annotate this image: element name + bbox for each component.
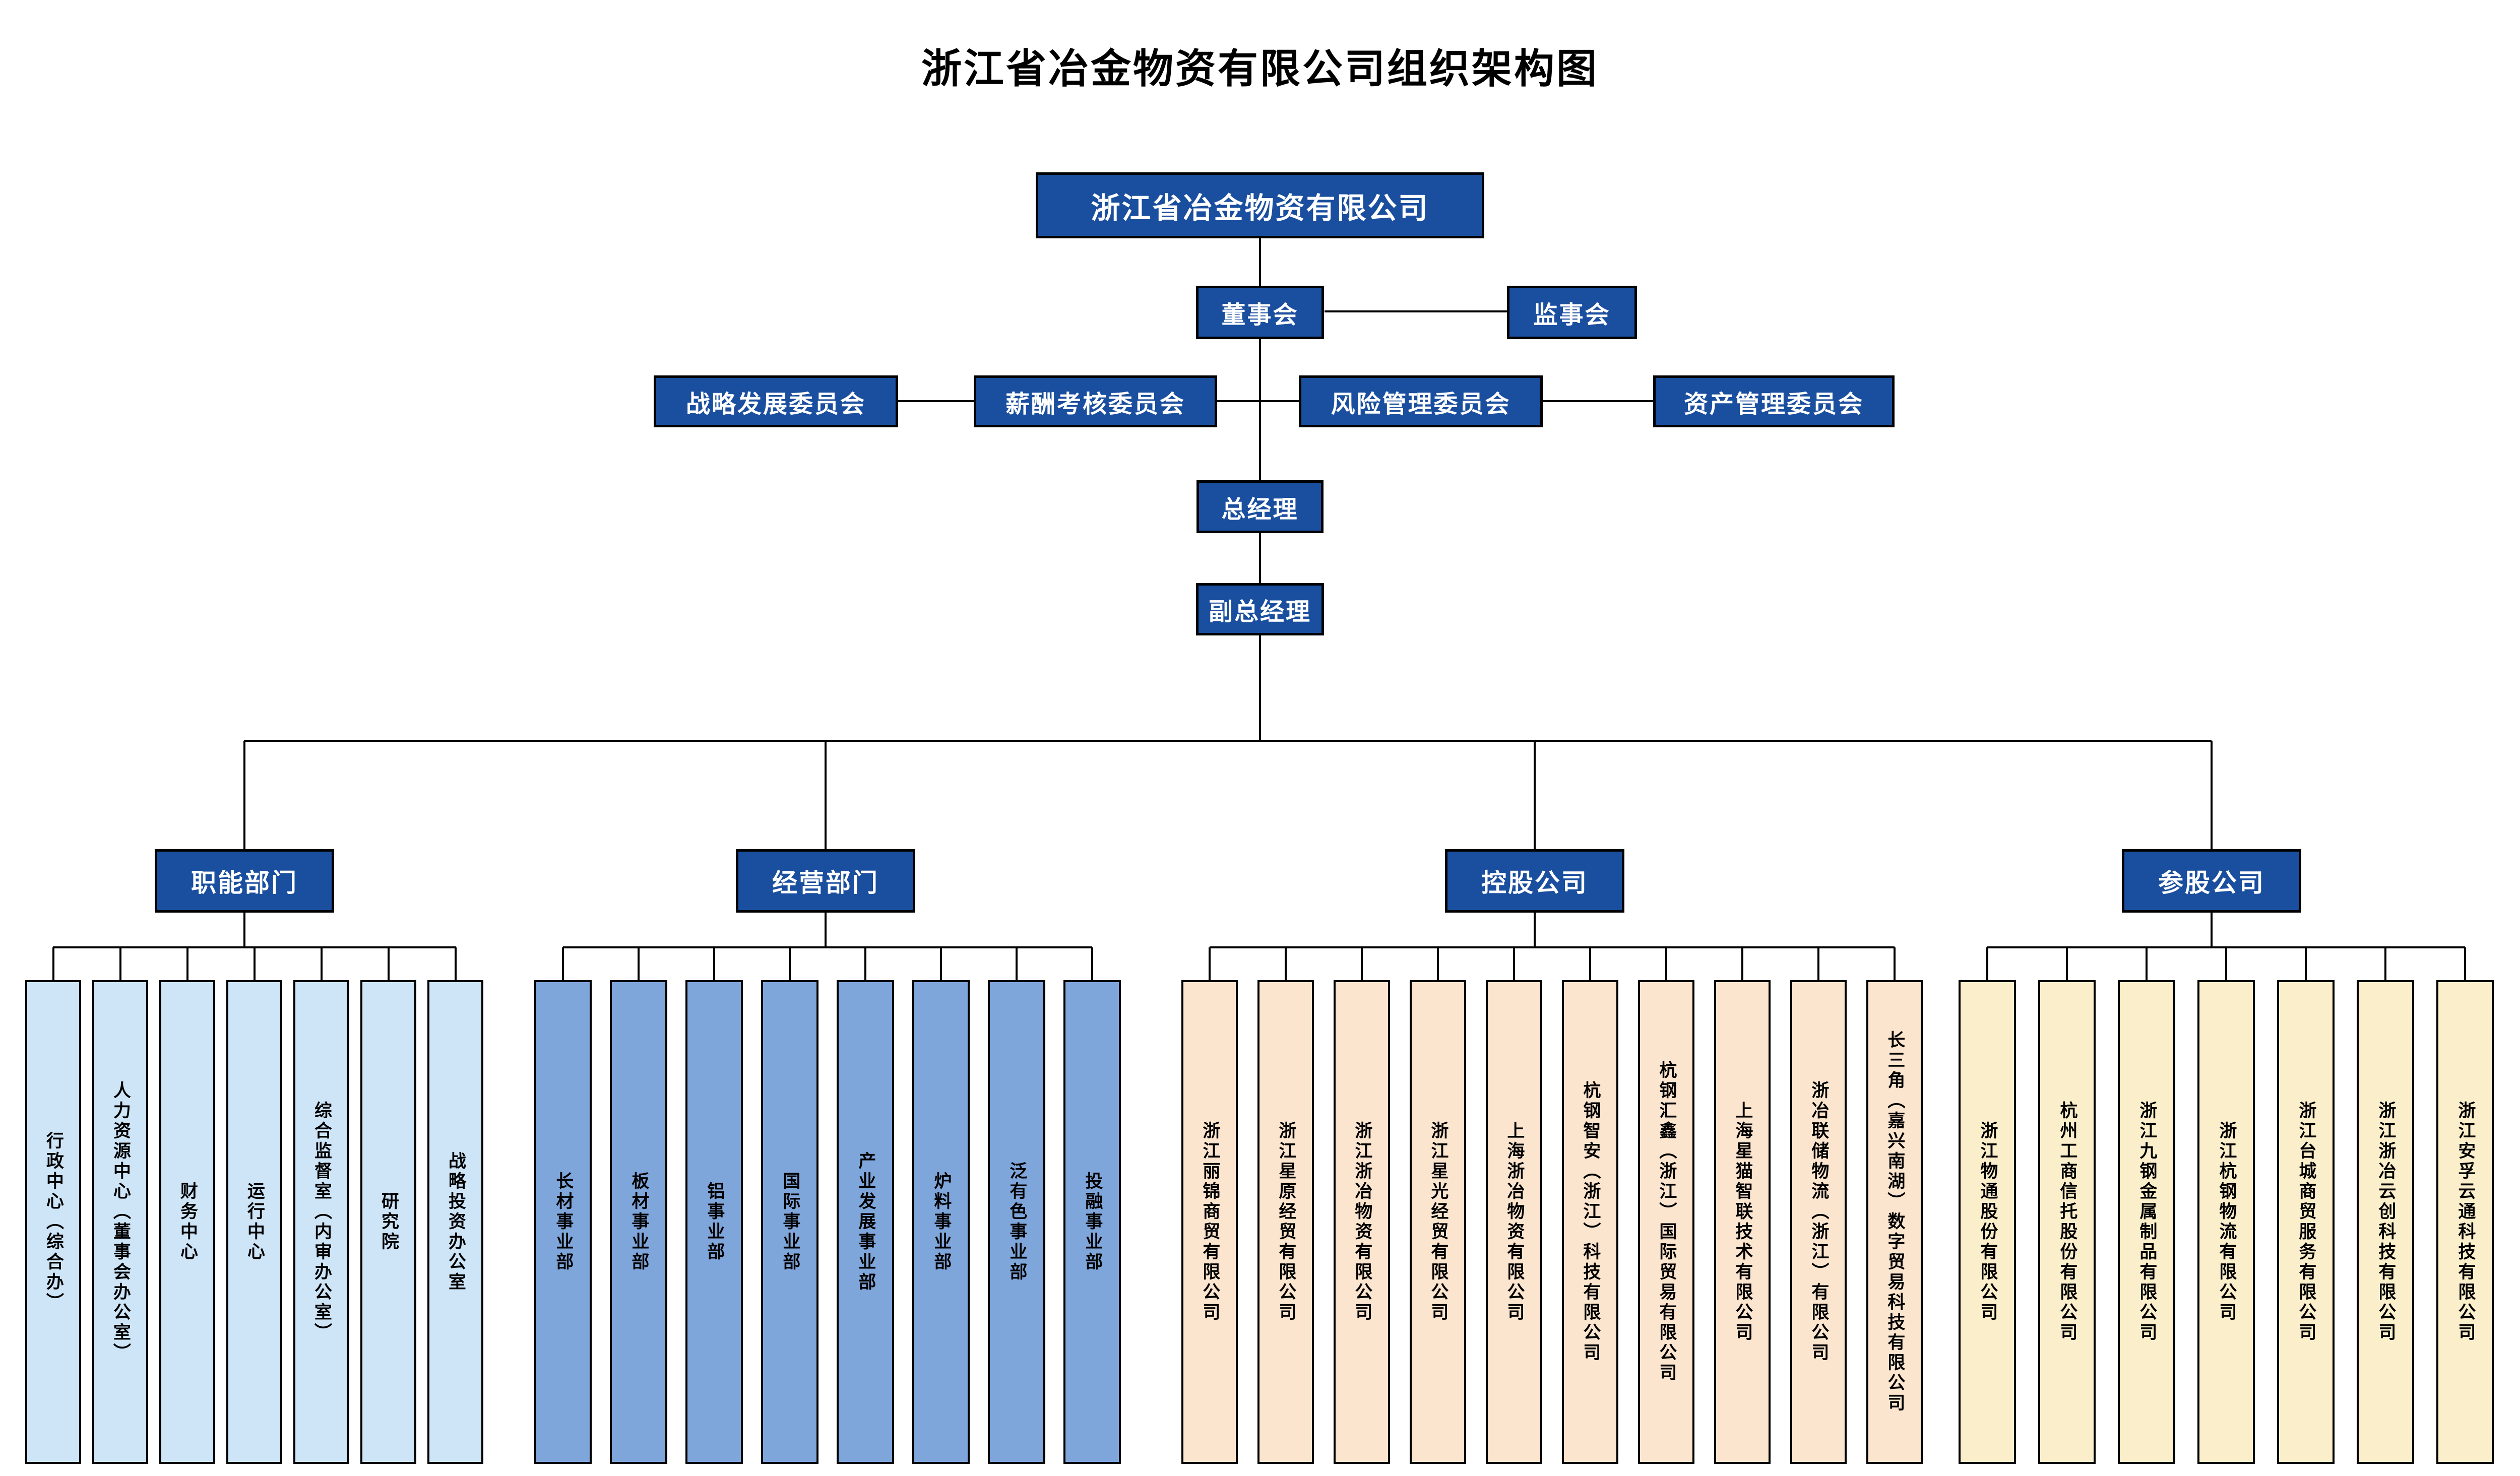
org-unit-column: 长材事业部 <box>534 947 592 1464</box>
org-unit-label: 产业发展事业部 <box>855 1151 876 1293</box>
node-committee-asset: 资产管理委员会 <box>1653 375 1895 427</box>
org-unit-label: 长三角（嘉兴南湖）数字贸易科技有限公司 <box>1884 1031 1905 1414</box>
connector-line <box>898 400 974 402</box>
org-unit-column: 泛有色事业部 <box>988 947 1045 1464</box>
org-unit-column: 综合监督室（内审办公室） <box>293 947 349 1464</box>
chart-title: 浙江省冶金物资有限公司组织架构图 <box>921 45 1599 92</box>
org-unit-label: 杭钢智安（浙江）科技有限公司 <box>1580 1081 1601 1363</box>
org-unit-label: 长材事业部 <box>553 1172 574 1272</box>
org-unit-column: 研究院 <box>360 947 416 1464</box>
org-unit-column: 炉料事业部 <box>912 947 970 1464</box>
org-unit-label: 运行中心 <box>244 1182 265 1262</box>
org-unit-label: 上海星猫智联技术有限公司 <box>1732 1101 1753 1343</box>
connector-line <box>1217 400 1299 402</box>
org-unit-column: 人力资源中心（董事会办公室） <box>92 947 148 1464</box>
org-unit-column: 国际事业部 <box>761 947 818 1464</box>
section-header-invested: 参股公司 <box>2122 741 2301 947</box>
org-unit-label: 浙江星原经贸有限公司 <box>1276 1121 1296 1323</box>
org-unit-label: 人力资源中心（董事会办公室） <box>110 1081 131 1363</box>
org-unit-column: 浙江物通股份有限公司 <box>1959 947 2016 1464</box>
connector-line <box>1543 400 1653 402</box>
section-header-business: 经营部门 <box>736 741 915 947</box>
section-header-holding: 控股公司 <box>1445 741 1624 947</box>
org-unit-label: 浙江九钢金属制品有限公司 <box>2136 1101 2157 1343</box>
node-company: 浙江省冶金物资有限公司 <box>1036 172 1484 238</box>
org-unit-column: 浙江星原经贸有限公司 <box>1257 947 1314 1464</box>
node-committee-strategy: 战略发展委员会 <box>654 375 898 427</box>
org-unit-column: 杭州工商信托股份有限公司 <box>2038 947 2096 1464</box>
org-unit-label: 财务中心 <box>177 1182 198 1262</box>
org-unit-label: 上海浙冶物资有限公司 <box>1504 1121 1525 1323</box>
org-unit-column: 浙冶联储物流（浙江）有限公司 <box>1790 947 1847 1464</box>
org-unit-label: 国际事业部 <box>780 1172 800 1272</box>
org-unit-label: 浙江星光经贸有限公司 <box>1428 1121 1448 1323</box>
org-unit-column: 浙江丽锦商贸有限公司 <box>1181 947 1238 1464</box>
org-unit-column: 浙江台城商贸服务有限公司 <box>2277 947 2335 1464</box>
org-unit-label: 炉料事业部 <box>931 1172 952 1272</box>
org-unit-label: 浙江丽锦商贸有限公司 <box>1200 1121 1220 1323</box>
connector-line <box>563 946 1092 948</box>
org-unit-column: 浙江浙冶物资有限公司 <box>1334 947 1390 1464</box>
org-unit-label: 杭州工商信托股份有限公司 <box>2057 1101 2077 1343</box>
node-committee-risk: 风险管理委员会 <box>1299 375 1543 427</box>
org-unit-label: 战略投资办公室 <box>445 1151 466 1293</box>
node-supervisory-board: 监事会 <box>1507 286 1637 339</box>
org-unit-column: 上海浙冶物资有限公司 <box>1486 947 1542 1464</box>
org-unit-column: 投融事业部 <box>1063 947 1121 1464</box>
org-unit-column: 长三角（嘉兴南湖）数字贸易科技有限公司 <box>1866 947 1923 1464</box>
org-unit-label: 行政中心（综合办） <box>43 1131 64 1313</box>
org-unit-label: 杭钢汇鑫（浙江）国际贸易有限公司 <box>1656 1061 1677 1383</box>
org-unit-label: 浙江浙冶物资有限公司 <box>1352 1121 1372 1323</box>
org-unit-label: 综合监督室（内审办公室） <box>311 1101 332 1343</box>
node-deputy-general-manager: 副总经理 <box>1196 533 1324 741</box>
section-header-functional: 职能部门 <box>155 741 334 947</box>
org-unit-label: 泛有色事业部 <box>1006 1162 1027 1282</box>
org-unit-label: 板材事业部 <box>628 1172 649 1272</box>
org-unit-column: 运行中心 <box>226 947 282 1464</box>
node-general-manager: 总经理 <box>1196 339 1324 533</box>
org-unit-label: 投融事业部 <box>1082 1172 1103 1272</box>
node-board-of-directors: 董事会 <box>1196 238 1324 339</box>
org-unit-label: 研究院 <box>378 1192 399 1252</box>
org-unit-label: 浙江物通股份有限公司 <box>1977 1121 1998 1323</box>
org-unit-label: 浙江浙冶云创科技有限公司 <box>2375 1101 2396 1343</box>
org-unit-label: 浙江安孚云通科技有限公司 <box>2455 1101 2476 1343</box>
org-unit-label: 浙江杭钢物流有限公司 <box>2216 1121 2237 1323</box>
org-unit-column: 行政中心（综合办） <box>25 947 81 1464</box>
org-unit-column: 上海星猫智联技术有限公司 <box>1714 947 1771 1464</box>
org-unit-column: 产业发展事业部 <box>837 947 894 1464</box>
org-unit-column: 浙江星光经贸有限公司 <box>1410 947 1466 1464</box>
org-unit-column: 浙江九钢金属制品有限公司 <box>2118 947 2175 1464</box>
node-committee-compensation: 薪酬考核委员会 <box>974 375 1217 427</box>
org-unit-column: 浙江安孚云通科技有限公司 <box>2436 947 2494 1464</box>
connector-line <box>1325 310 1507 312</box>
org-unit-column: 浙江杭钢物流有限公司 <box>2197 947 2255 1464</box>
org-unit-label: 浙冶联储物流（浙江）有限公司 <box>1808 1081 1829 1363</box>
org-unit-column: 战略投资办公室 <box>427 947 483 1464</box>
org-unit-column: 杭钢汇鑫（浙江）国际贸易有限公司 <box>1638 947 1694 1464</box>
org-unit-column: 杭钢智安（浙江）科技有限公司 <box>1562 947 1618 1464</box>
org-unit-label: 浙江台城商贸服务有限公司 <box>2296 1101 2316 1343</box>
org-unit-column: 财务中心 <box>159 947 215 1464</box>
connector-line <box>244 740 2212 742</box>
connector-line <box>1210 946 1895 948</box>
org-unit-column: 板材事业部 <box>610 947 667 1464</box>
org-unit-label: 铝事业部 <box>704 1182 725 1262</box>
org-unit-column: 浙江浙冶云创科技有限公司 <box>2357 947 2414 1464</box>
org-unit-column: 铝事业部 <box>685 947 743 1464</box>
